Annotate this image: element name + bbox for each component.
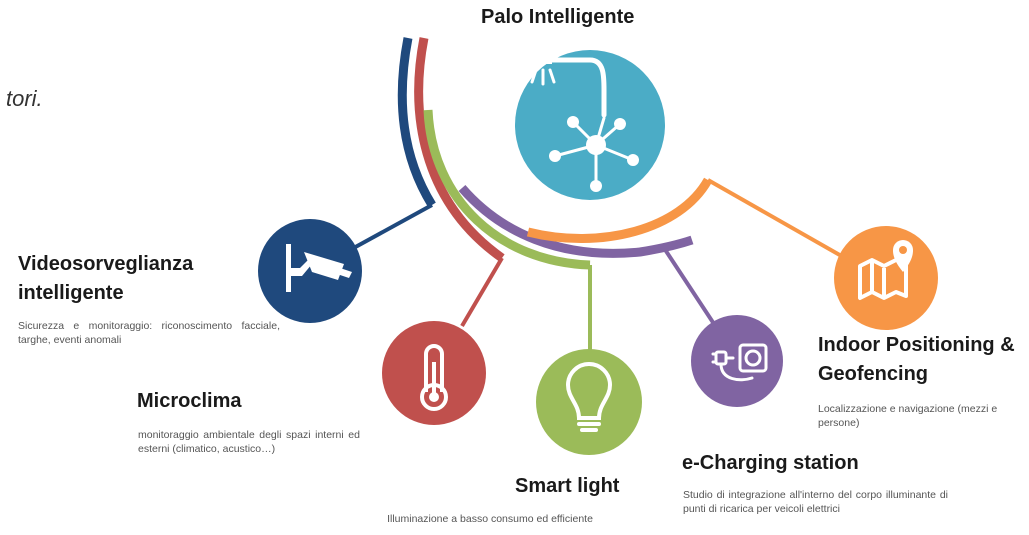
center-circle bbox=[515, 50, 665, 200]
connector-indoor bbox=[707, 178, 846, 260]
indoor-description: Localizzazione e navigazione (mezzi e pe… bbox=[818, 403, 998, 429]
connector-charge bbox=[662, 246, 718, 329]
cctv-camera-icon bbox=[286, 244, 352, 292]
lightbulb-icon bbox=[565, 362, 613, 432]
micro-title: Microclima bbox=[137, 390, 242, 412]
node-light-circle bbox=[536, 349, 642, 455]
charge-title: e-Charging station bbox=[682, 452, 859, 474]
arc-blue bbox=[397, 37, 436, 208]
center-title: Palo Intelligente bbox=[481, 6, 635, 28]
smart-pole-icon bbox=[530, 56, 639, 192]
arc-purple bbox=[458, 185, 694, 258]
video-title-line1: Videosorveglianza bbox=[18, 253, 194, 275]
micro-description: monitoraggio ambientale degli spazi inte… bbox=[138, 429, 360, 455]
light-title: Smart light bbox=[515, 475, 620, 497]
indoor-title-line2: Geofencing bbox=[818, 363, 929, 385]
video-description: Sicurezza e monitoraggio: riconoscimento… bbox=[18, 320, 280, 346]
charge-description: Studio di integrazione all'interno del c… bbox=[683, 489, 948, 515]
indoor-title-line1: Indoor Positioning & bbox=[818, 334, 1015, 356]
indoor-title: Indoor Positioning & Geofencing bbox=[818, 331, 1028, 389]
connector-video bbox=[349, 203, 433, 252]
video-title-line2: intelligente bbox=[18, 282, 124, 304]
thermometer-icon bbox=[420, 344, 448, 411]
light-description: Illuminazione a basso consumo ed efficie… bbox=[387, 513, 593, 525]
node-charge-circle bbox=[691, 315, 783, 407]
arc-orange bbox=[526, 177, 712, 243]
connector-micro bbox=[460, 256, 504, 328]
video-title: Videosorveglianza intelligente bbox=[18, 250, 278, 308]
arc-green bbox=[423, 109, 591, 270]
node-video-circle bbox=[258, 219, 362, 323]
intro-fragment: tori. bbox=[6, 86, 43, 111]
power-socket-icon bbox=[711, 343, 768, 382]
map-pin-icon bbox=[858, 240, 913, 300]
arc-red bbox=[414, 37, 505, 262]
